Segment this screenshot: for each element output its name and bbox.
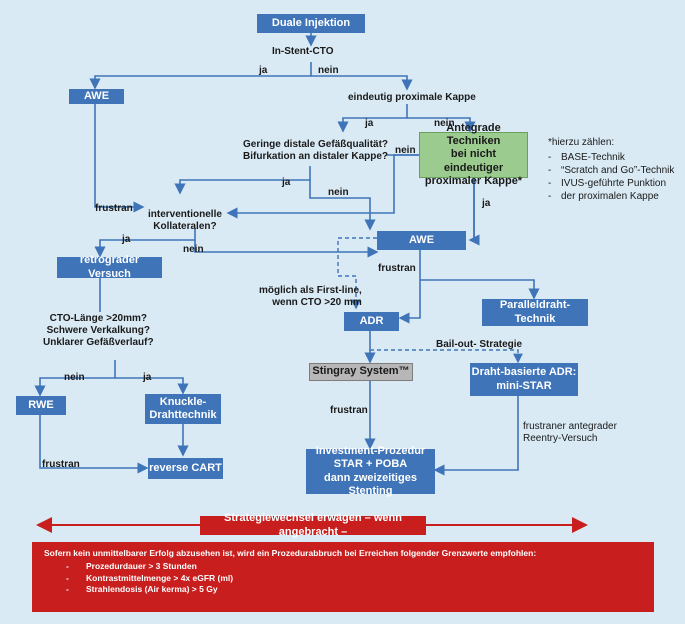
node-awe-top: AWE (69, 89, 124, 104)
edge-awe-to-adr (398, 248, 421, 324)
node-in-stent-cto: In-Stent-CTO (272, 46, 334, 57)
edge-eindeutig-to-antegrade (407, 117, 476, 133)
node-adr: ADR (344, 312, 399, 331)
footnote-item: BASE-Technik (548, 151, 674, 164)
footnote-item: “Scratch and Go”-Technik (548, 164, 674, 177)
edge-kollateralen-ja (94, 228, 196, 258)
edge-instent-split (89, 62, 312, 90)
node-cto-laenge-frage: CTO-Länge >20mm? Schwere Verkalkung? Unk… (43, 313, 154, 348)
node-eindeutig-kappe: eindeutig proximale Kappe (348, 92, 476, 103)
edge-label-bail-out: Bail-out- Strategie (436, 339, 523, 350)
edge-label-frustran-2: frustran (378, 263, 416, 274)
node-rwe: RWE (16, 396, 66, 415)
edge-bail-out-dashed (370, 349, 523, 364)
edge-label-ja-6: ja (143, 372, 152, 383)
abort-limit-item: Kontrastmittelmenge > 4x eGFR (ml) (44, 573, 642, 585)
edge-cto-to-knuckle (115, 377, 189, 395)
node-duale-injektion: Duale Injektion (257, 14, 365, 33)
edge-label-frustran-3: frustran (330, 405, 368, 416)
footnote-item: IVUS-geführte Punktion (548, 177, 674, 190)
abort-limits-box: Sofern kein unmittelbarer Erfolg abzuseh… (32, 542, 654, 612)
footnote-title: *hierzu zählen: (548, 137, 615, 148)
edge-kollateralen-nein (194, 240, 379, 258)
edge-label-nein-5: nein (183, 244, 204, 255)
edge-eindeutig-split (337, 104, 408, 133)
node-stingray-system: Stingray System™ (309, 363, 413, 381)
edge-label-ja-2: ja (365, 118, 374, 129)
node-paralleldraht-technik: Paralleldraht-Technik (482, 299, 588, 326)
edge-label-frustran-4: frustran (42, 459, 80, 470)
node-investment-prozedur: Investment-Prozedur STAR + POBA dann zwe… (306, 445, 435, 497)
edge-instent-to-eindeutig (311, 75, 413, 91)
edge-label-frustran-1: frustran (95, 203, 133, 214)
edge-rwe-to-cart (39, 415, 149, 474)
edge-first-line-dashed (337, 237, 377, 310)
node-retrograder-versuch: retrograder Versuch (57, 254, 162, 280)
edge-label-nein-2: nein (434, 118, 455, 129)
edge-awe-to-parallel (420, 279, 540, 300)
edge-label-ja-1: ja (259, 65, 268, 76)
edge-label-nein-4: nein (328, 187, 349, 198)
node-reverse-cart: reverse CART (148, 458, 223, 479)
edge-geringe-ja (174, 166, 311, 195)
node-antegrade-techniken: Antegrade Techniken bei nicht eindeutige… (419, 122, 528, 187)
edge-draht-to-investment (433, 395, 519, 476)
footnote-hierzu-zaehlen: *hierzu zählen: BASE-Technik “Scratch an… (548, 136, 674, 203)
edge-label-nein-3: nein (395, 145, 416, 156)
node-interventionelle-kollateralen: interventionelle Kollateralen? (148, 209, 222, 232)
edge-label-nein-1: nein (318, 65, 339, 76)
abort-limits-intro: Sofern kein unmittelbarer Erfolg abzuseh… (44, 548, 537, 558)
node-geringe-gefaessqualitaet: Geringe distale Gefäßqualität? Bifurkati… (243, 139, 389, 162)
edge-label-ja-5: ja (122, 234, 131, 245)
edge-label-ja-3: ja (282, 177, 291, 188)
node-knuckle-drahttechnik: Knuckle- Drahttechnik (145, 394, 221, 424)
edge-label-ja-4: ja (482, 198, 491, 209)
node-awe-mid: AWE (377, 231, 466, 250)
abort-limit-item: Prozedurdauer > 3 Stunden (44, 561, 642, 573)
edge-antegrade-to-kollateralen (226, 154, 419, 219)
edge-awe-top-to-kollateralen (94, 103, 145, 213)
edge-cto-split (34, 360, 116, 397)
edge-label-frustraner-antegrader: frustraner antegrader Reentry-Versuch (523, 421, 617, 444)
strategy-change-banner: Strategiewechsel erwägen – wenn angebrac… (200, 512, 426, 538)
abort-limit-item: Strahlendosis (Air kerma) > 5 Gy (44, 584, 642, 596)
edge-label-nein-6: nein (64, 372, 85, 383)
node-first-line: möglich als First-line, wenn CTO >20 mm (259, 285, 362, 308)
footnote-item: der proximalen Kappe (548, 190, 674, 203)
node-draht-basierte-adr: Draht-basierte ADR: mini-STAR (470, 363, 578, 396)
